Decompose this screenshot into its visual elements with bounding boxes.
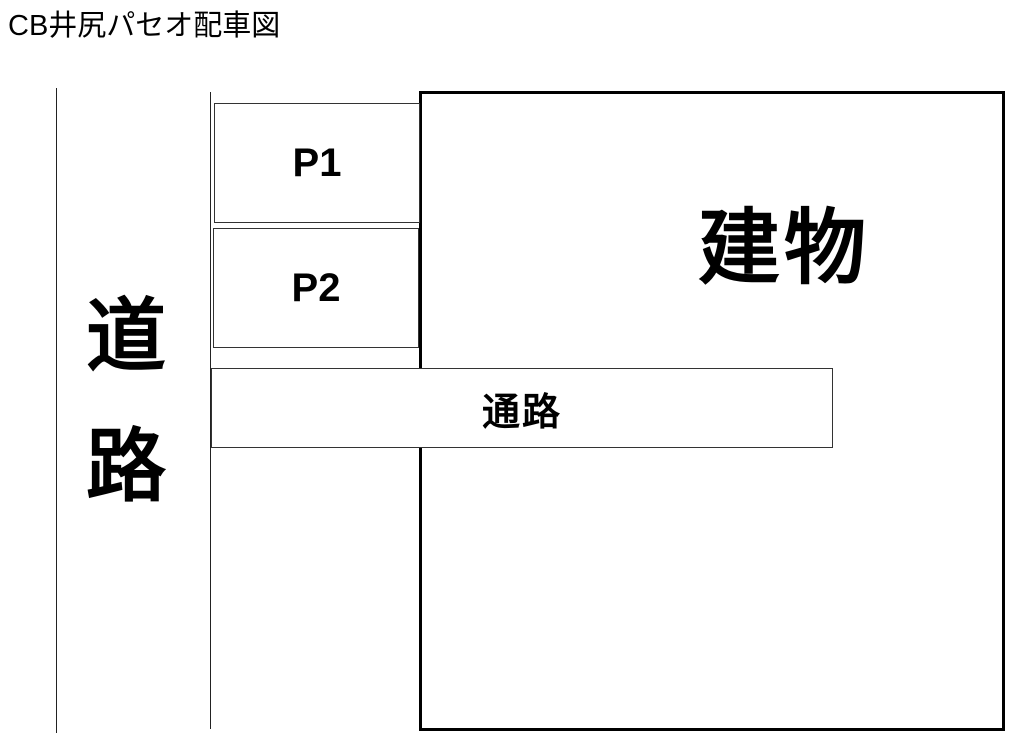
road-left-edge-line <box>56 88 57 733</box>
aisle-label: 通路 <box>481 389 562 434</box>
diagram-title: CB井尻パセオ配車図 <box>8 10 281 42</box>
parking-space-label: P2 <box>291 265 341 310</box>
parking-space-p2[interactable]: P2 <box>213 228 419 348</box>
road-label-char-2: 路 <box>86 420 166 513</box>
aisle: 通路 <box>211 368 833 448</box>
parking-space-p1[interactable]: P1 <box>214 103 420 223</box>
building-label: 建物 <box>698 201 871 296</box>
road-right-edge-line <box>210 92 211 729</box>
road-label-char-1: 道 <box>86 290 166 383</box>
parking-space-label: P1 <box>292 140 342 185</box>
